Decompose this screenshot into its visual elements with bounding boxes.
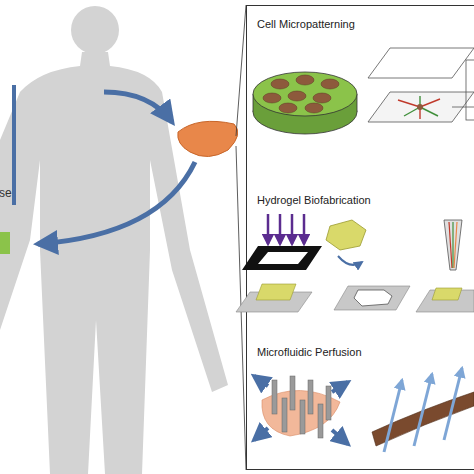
detail-panel [247, 6, 474, 470]
uv-arrow [303, 214, 306, 244]
cell-islands [263, 75, 339, 113]
cell-island [279, 103, 297, 113]
pillar [290, 376, 295, 410]
pillar [272, 380, 277, 414]
dish-top [253, 72, 357, 116]
section-heading-box: Hydrogel Biofabrication [257, 194, 371, 207]
pillar [326, 386, 331, 420]
bioink-line [449, 222, 452, 268]
cell-island [288, 91, 306, 101]
uv-arrow [279, 214, 282, 244]
bioink-line [454, 222, 457, 268]
spoke [420, 99, 440, 107]
substrate [334, 286, 410, 310]
cell-island [305, 103, 323, 113]
flow-line [12, 85, 16, 205]
section-heading-box: Microfluidic Perfusion [257, 346, 362, 359]
pillar [308, 380, 313, 414]
spoke [398, 100, 420, 107]
human-silhouette [0, 6, 228, 474]
leader [452, 107, 474, 108]
uv-arrow [291, 214, 294, 244]
flow-arrow [38, 162, 195, 244]
radial-pattern [398, 96, 440, 119]
petri-dish [253, 72, 357, 134]
body [0, 52, 228, 474]
hydrogel [256, 284, 296, 300]
hydrogel-hex [326, 220, 366, 250]
pillar [318, 404, 323, 438]
cropped-label: se [0, 186, 12, 200]
center [417, 104, 423, 110]
cell-island [313, 93, 331, 103]
nozzle [444, 220, 462, 270]
uv-arrow [267, 214, 270, 244]
section-title: Hydrogel Biofabrication [257, 194, 371, 207]
flow-arrow [254, 428, 268, 440]
section-heading-box: Cell Micropatterning [257, 18, 355, 31]
bioprinting [416, 220, 474, 312]
section-title: Microfluidic Perfusion [257, 346, 362, 359]
stacked-plates [368, 48, 474, 122]
plate [368, 48, 474, 78]
pillar [300, 400, 305, 434]
section-title: Cell Micropatterning [257, 18, 355, 31]
printed-gel [432, 288, 462, 300]
cell-island [321, 79, 339, 89]
mold-well [354, 290, 392, 306]
pillar [282, 398, 287, 432]
flow-arrow [254, 376, 268, 386]
zoom-line [236, 5, 246, 136]
cell-island [263, 93, 281, 103]
bioink-line [452, 222, 453, 268]
flow-arrow [444, 368, 462, 440]
cell-island [271, 79, 289, 89]
plate [368, 92, 474, 122]
side-box [466, 60, 474, 120]
liver [178, 121, 238, 156]
flip-arrow [338, 256, 362, 265]
flow-arrow [104, 92, 172, 122]
pillars [272, 376, 331, 438]
flow-arrow [332, 430, 348, 444]
spoke [420, 107, 438, 116]
flow-arrow [332, 382, 348, 392]
pillar-array [254, 376, 348, 444]
green-bar [0, 232, 10, 254]
perfused-strand [372, 368, 474, 452]
cell-island [296, 75, 314, 85]
flow-arrow [414, 374, 432, 446]
photopatterning [236, 214, 322, 312]
photomask [242, 246, 322, 270]
flow-arrow [384, 380, 402, 452]
head [71, 6, 119, 54]
molding [326, 220, 410, 310]
